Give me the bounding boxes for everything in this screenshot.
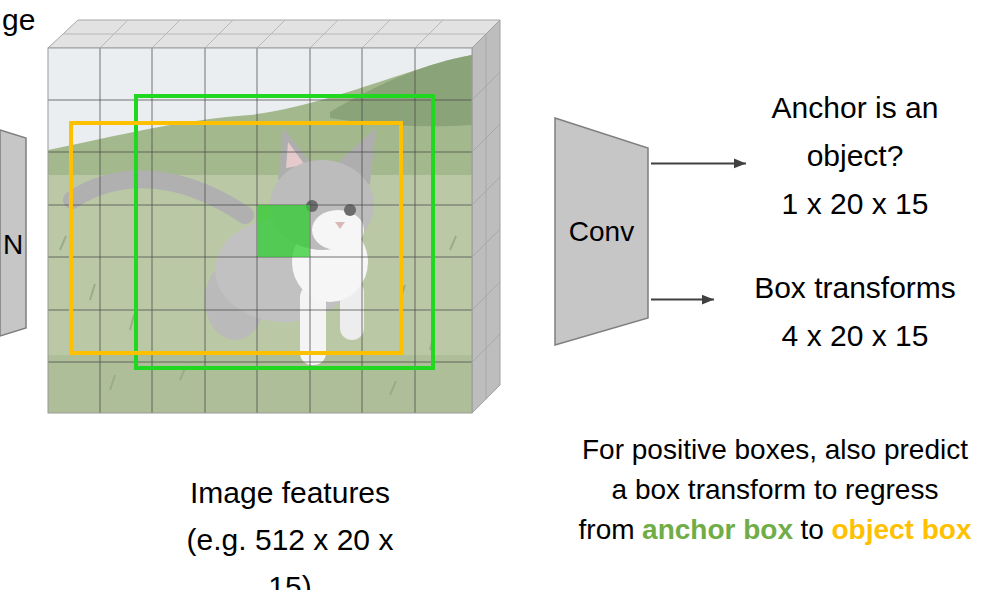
cat-photo (48, 48, 472, 413)
connectors (651, 163, 746, 299)
partial-title: ge (2, 3, 35, 36)
output-label-text: 1 x 20 x 15 (752, 180, 958, 228)
feature-map-text: Image features (e.g. 512 x 20 x 15) (165, 469, 415, 590)
cnn-block-text: N (0, 228, 26, 262)
feature-map: Image features (e.g. 512 x 20 x 15) (48, 20, 500, 415)
arrow-connector (651, 299, 714, 301)
volume-top-grid (63, 20, 486, 48)
volume-top-face (48, 20, 500, 48)
arrow-connector (651, 162, 746, 164)
conv-block: Conv (555, 118, 648, 345)
volume-side-grid (472, 34, 500, 399)
anchor-cell (258, 205, 310, 257)
anchor-term: anchor box (642, 514, 793, 545)
output-label-text: 4 x 20 x 15 (720, 312, 990, 360)
feature-volume (48, 20, 500, 413)
feature-grid (48, 48, 472, 413)
volume-side-face (472, 20, 500, 413)
corner-label: ge (2, 2, 62, 38)
output-label-text: Box transforms (720, 264, 990, 312)
output-label: Anchor is an object?1 x 20 x 15 (752, 84, 958, 228)
sky (48, 48, 472, 413)
conv-block-text: Conv (555, 215, 648, 249)
object-term: object box (831, 514, 971, 545)
cnn-block: N (0, 130, 26, 336)
anchor-box (136, 96, 433, 368)
volume-front-outline (48, 48, 472, 413)
output-label: Box transforms4 x 20 x 15 (720, 264, 990, 360)
note: For positive boxes, also predict a box t… (575, 430, 975, 550)
output-label-text: Anchor is an object? (752, 84, 958, 180)
fade-overlay (48, 48, 472, 413)
conv-block-trapezoid (555, 118, 648, 345)
note-text: to (801, 514, 824, 545)
cnn-block-trapezoid (0, 130, 26, 336)
object-box (71, 123, 401, 353)
